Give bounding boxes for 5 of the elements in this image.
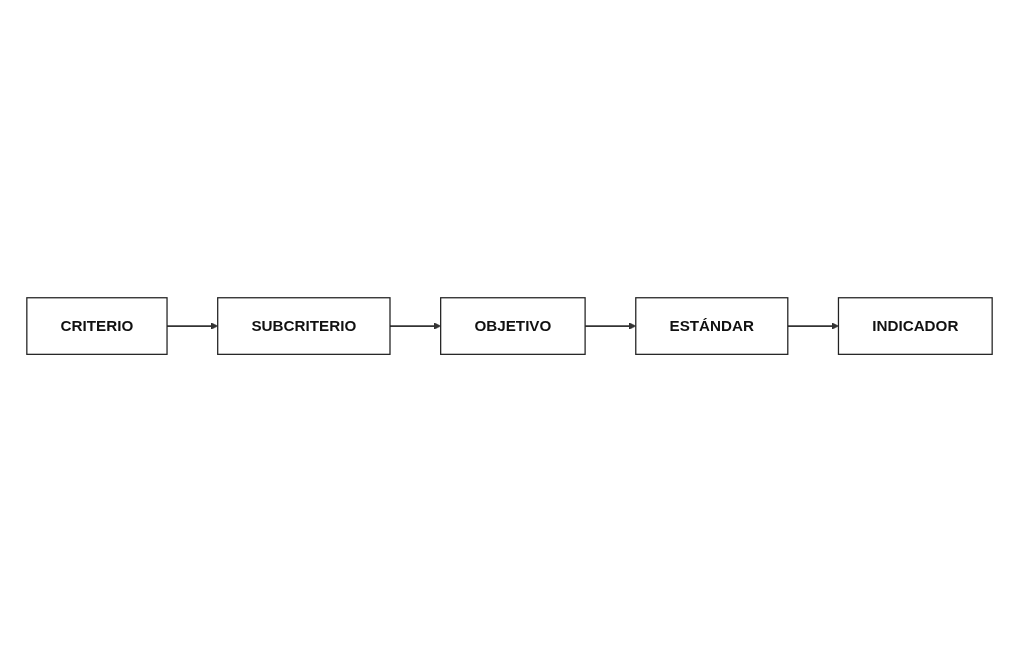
node-box: SUBCRITERIO — [217, 297, 391, 355]
node-box: OBJETIVO — [440, 297, 586, 355]
node-box: INDICADOR — [837, 297, 993, 355]
node-box: ESTÁNDAR — [635, 297, 789, 355]
node-box: CRITERIO — [26, 297, 168, 355]
